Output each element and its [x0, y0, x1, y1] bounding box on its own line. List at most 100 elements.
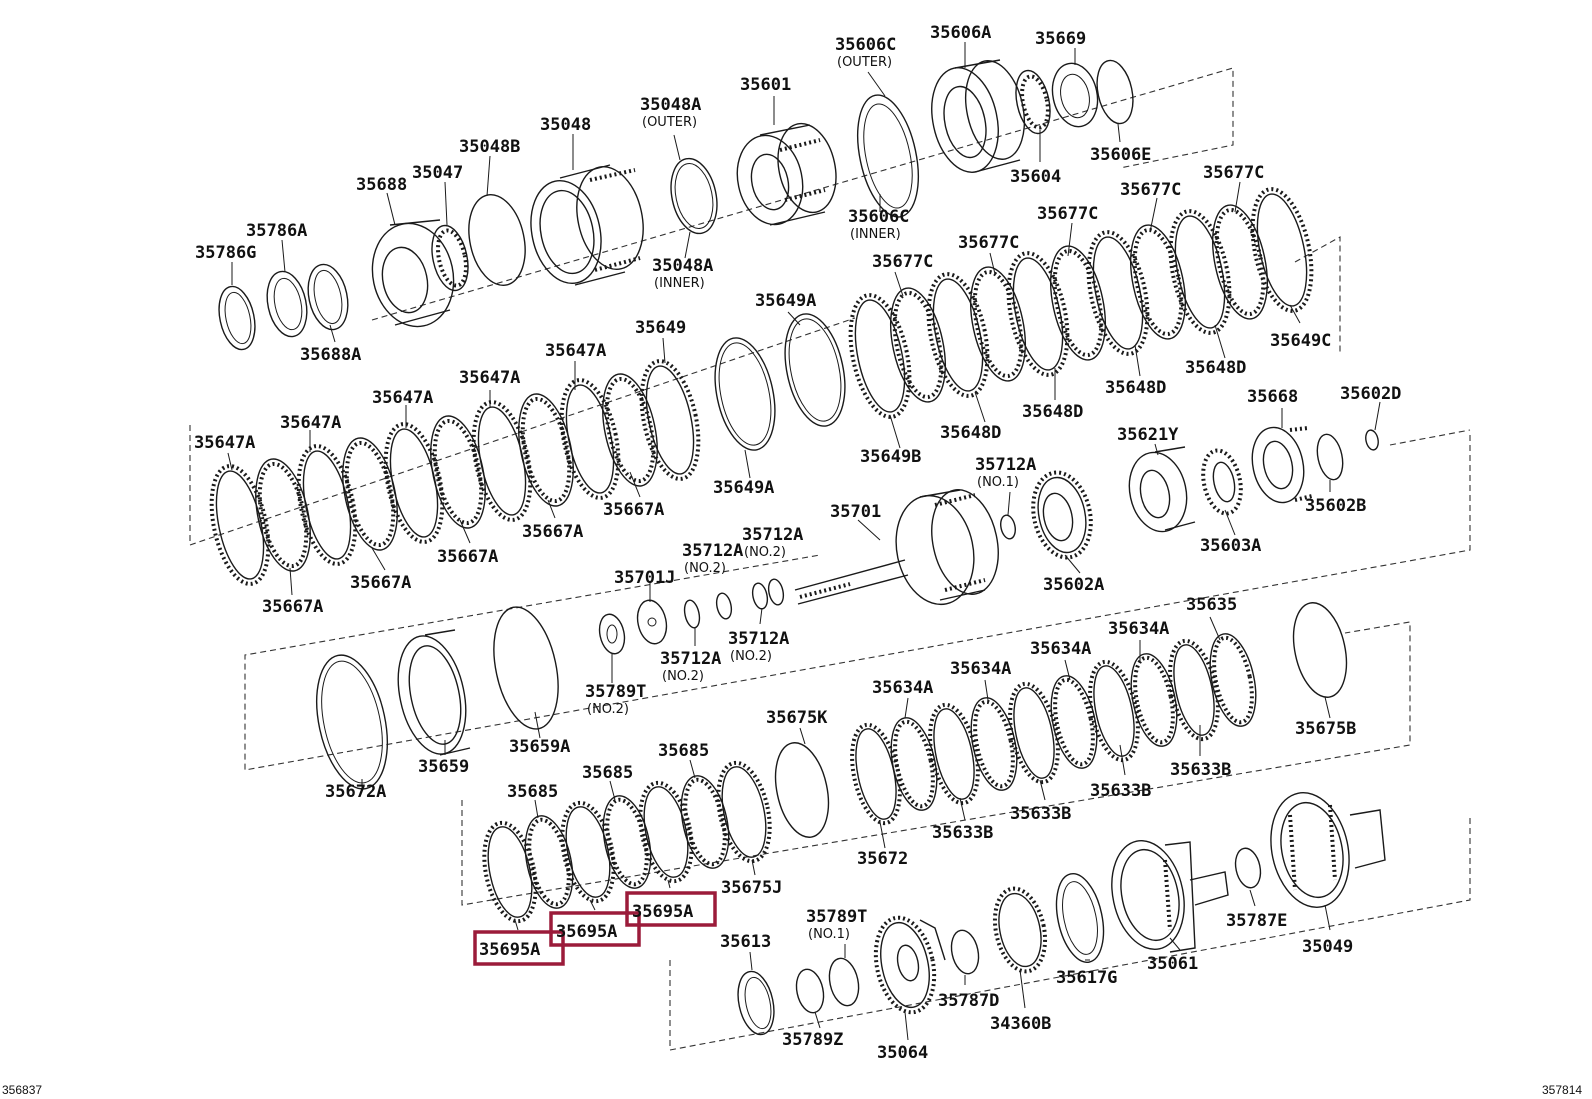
part-label-35677c: 35677C — [872, 252, 933, 272]
snap-ring-35649a-lower — [714, 337, 776, 451]
bearing-35603a — [1201, 448, 1243, 516]
hub-35621y — [1128, 446, 1196, 533]
part-label-35049: 35049 — [1302, 937, 1353, 957]
part-label-35701: 35701 — [830, 502, 881, 522]
snap-ring-35606c — [857, 94, 919, 218]
part-label-35634a: 35634A — [950, 659, 1011, 679]
part-label-35633b: 35633B — [1170, 760, 1231, 780]
bearing-35613 — [737, 970, 775, 1036]
bearing-35604 — [1015, 69, 1051, 135]
part-label-35672a: 35672A — [325, 782, 386, 802]
part-note-35712a: (NO.2) — [744, 545, 786, 560]
plate-35701j — [636, 599, 668, 645]
part-label-35789t: 35789T — [806, 907, 867, 927]
retainer-35672a — [316, 654, 388, 790]
part-note-35789t: (NO.2) — [587, 702, 629, 717]
part-label-35048b: 35048B — [459, 137, 520, 157]
part-label-35685: 35685 — [658, 741, 709, 761]
part-label-35621y: 35621Y — [1117, 425, 1179, 445]
part-label-35675j: 35675J — [721, 878, 782, 898]
part-label-35633b: 35633B — [1010, 804, 1071, 824]
part-label-35667a: 35667A — [262, 597, 323, 617]
clutch-pack-b1 — [850, 633, 1257, 826]
part-label-35649b: 35649B — [860, 447, 921, 467]
part-label-35648d: 35648D — [1105, 378, 1166, 398]
part-label-35677c: 35677C — [1120, 180, 1181, 200]
part-label-35648d: 35648D — [940, 423, 1001, 443]
leader-lines — [227, 42, 1381, 1041]
part-label-35789t: 35789T — [585, 682, 646, 702]
group-boundary-clutch-c1 — [189, 236, 1341, 546]
snap-ring-35712a-no1 — [1000, 514, 1016, 540]
snap-ring-35675b — [1292, 602, 1348, 698]
clutch-pack-b2 — [482, 760, 772, 924]
part-label-35668: 35668 — [1247, 387, 1298, 407]
part-label-35602a: 35602A — [1043, 575, 1104, 595]
part-label-35786g: 35786G — [195, 243, 256, 263]
part-label-35048a: 35048A — [652, 256, 713, 276]
part-label-35675b: 35675B — [1295, 719, 1356, 739]
ring-35617g — [1055, 873, 1105, 963]
clutch-pack-c2 — [848, 187, 1314, 419]
part-label-35712a: 35712A — [728, 629, 789, 649]
group-boundary-bottom — [669, 815, 1471, 1051]
seal-rings-35712a — [683, 578, 785, 629]
washer-35787e — [1234, 847, 1262, 889]
highlight-box-35695a-right — [625, 891, 717, 927]
part-label-35606a: 35606A — [930, 23, 991, 43]
piston-35601 — [736, 122, 837, 226]
group-boundary-output — [244, 429, 1471, 771]
group-boundary-top — [371, 67, 1234, 321]
part-label-35786a: 35786A — [246, 221, 307, 241]
part-label-35648d: 35648D — [1185, 358, 1246, 378]
part-label-35647a: 35647A — [459, 368, 520, 388]
part-note-35712a: (NO.1) — [977, 475, 1019, 490]
part-label-35649a: 35649A — [755, 291, 816, 311]
part-label-35667a: 35667A — [350, 573, 411, 593]
bearing-35688a — [307, 263, 349, 331]
gear-34360b — [992, 886, 1048, 974]
part-note-35789t: (NO.1) — [808, 927, 850, 942]
part-label-35677c: 35677C — [1203, 163, 1264, 183]
gear-35064 — [873, 915, 946, 1015]
part-label-35648d: 35648D — [1022, 402, 1083, 422]
part-label-35633b: 35633B — [1090, 781, 1151, 801]
part-label-35061: 35061 — [1147, 954, 1198, 974]
part-label-35649: 35649 — [635, 318, 686, 338]
part-note-35606c: (OUTER) — [837, 55, 892, 70]
thrust-washer-35786a — [266, 270, 308, 338]
part-label-35634a: 35634A — [1030, 639, 1091, 659]
part-label-35667a: 35667A — [522, 522, 583, 542]
carrier-35049 — [1270, 792, 1386, 908]
corner-code-right: 357814 — [1542, 1083, 1582, 1097]
drum-35048 — [530, 164, 644, 286]
part-label-35712a: 35712A — [975, 455, 1036, 475]
part-label-35701j: 35701J — [614, 568, 675, 588]
part-label-35601: 35601 — [740, 75, 791, 95]
part-note-35048a: (OUTER) — [642, 115, 697, 130]
part-label-35048: 35048 — [540, 115, 591, 135]
part-label-35712a: 35712A — [742, 525, 803, 545]
part-label-35695a: 35695A — [556, 922, 617, 942]
snap-ring-35659a — [493, 606, 559, 730]
part-note-35606c: (INNER) — [850, 227, 901, 242]
part-label-35647a: 35647A — [194, 433, 255, 453]
snap-ring-35048b — [468, 193, 526, 287]
clutch-pack-c1 — [209, 359, 701, 586]
part-label-35606c: 35606C — [848, 207, 909, 227]
gear-35602a — [1031, 470, 1093, 560]
part-label-35787e: 35787E — [1226, 911, 1287, 931]
ring-35668 — [1251, 426, 1313, 504]
part-label-35789z: 35789Z — [782, 1030, 843, 1050]
part-label-35712a: 35712A — [682, 541, 743, 561]
part-label-35647a: 35647A — [372, 388, 433, 408]
part-label-35667a: 35667A — [437, 547, 498, 567]
part-label-35649c: 35649C — [1270, 331, 1331, 351]
input-shaft-35701 — [794, 489, 999, 606]
part-label-35677c: 35677C — [958, 233, 1019, 253]
part-label-35047: 35047 — [412, 163, 463, 183]
snap-ring-35675k — [774, 742, 830, 838]
snap-ring-35048a-outer — [670, 157, 718, 235]
bushing-35789z — [795, 957, 860, 1014]
part-label-35064: 35064 — [877, 1043, 928, 1063]
